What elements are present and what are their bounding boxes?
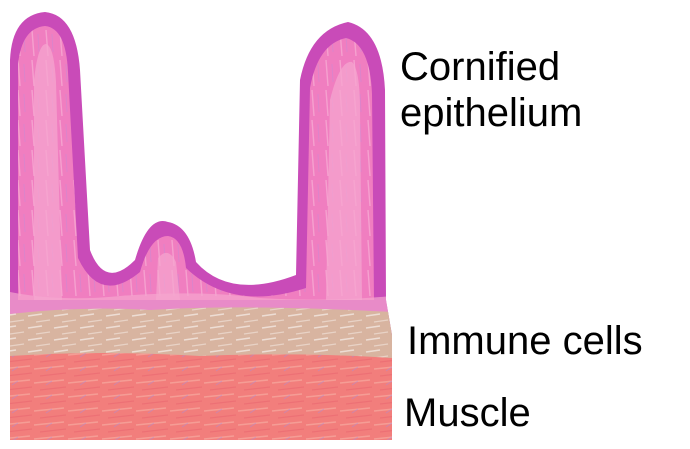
tissue-diagram: [0, 0, 400, 449]
label-immune-cells: Immune cells: [407, 318, 643, 364]
label-cornified-line2: epithelium: [400, 90, 680, 136]
muscle-texture: [10, 353, 392, 440]
label-cornified-epithelium: Cornified epithelium: [400, 44, 680, 136]
right-papilla-core: [326, 62, 362, 300]
label-cornified-line1: Cornified: [400, 44, 680, 90]
label-muscle: Muscle: [404, 390, 531, 436]
